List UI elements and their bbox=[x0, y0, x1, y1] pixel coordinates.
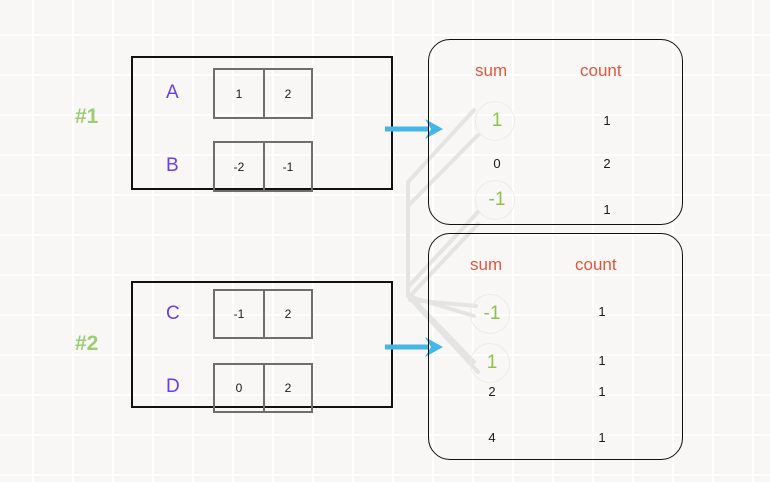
agg-table-1-count-1: 2 bbox=[603, 156, 611, 171]
cell-d-1: 2 bbox=[263, 365, 311, 411]
cell-pair-b: -2 -1 bbox=[213, 141, 313, 192]
agg-table-2-sum-3: 4 bbox=[488, 430, 496, 445]
agg-table-2-header-count: count bbox=[575, 255, 617, 274]
agg-table-2-count-3: 1 bbox=[598, 430, 606, 445]
group-label-1: #1 bbox=[75, 105, 99, 128]
agg-table-2-count-1: 1 bbox=[598, 353, 606, 368]
partition-box-1 bbox=[131, 56, 393, 190]
row-label-c: C bbox=[166, 303, 180, 324]
agg-table-1-header-count: count bbox=[580, 61, 622, 80]
cell-pair-c: -1 2 bbox=[213, 289, 313, 339]
cell-pair-a: 1 2 bbox=[213, 68, 313, 119]
cell-c-1: 2 bbox=[263, 291, 311, 337]
agg-table-2-sum-2: 2 bbox=[488, 384, 496, 399]
row-label-a: A bbox=[166, 82, 179, 103]
highlight-circle-t2-r1 bbox=[470, 343, 510, 383]
row-label-b: B bbox=[166, 155, 179, 176]
agg-table-1-sum-1: 0 bbox=[493, 156, 501, 171]
cell-a-1: 2 bbox=[263, 70, 311, 117]
highlight-circle-t1-r0 bbox=[475, 101, 515, 141]
cell-a-0: 1 bbox=[235, 86, 243, 101]
arrow-group-1-icon bbox=[385, 119, 443, 139]
agg-table-1-count-2: 1 bbox=[603, 202, 611, 217]
agg-table-1-header-sum: sum bbox=[475, 61, 508, 80]
cell-b-0: -2 bbox=[233, 159, 245, 174]
aggregate-table-1 bbox=[428, 39, 683, 225]
cell-b-1: -1 bbox=[263, 143, 311, 190]
agg-table-2-sum-0: -1 bbox=[483, 303, 501, 324]
agg-table-2-sum-1: 1 bbox=[486, 352, 498, 373]
agg-table-2-count-2: 1 bbox=[598, 384, 606, 399]
aggregate-table-2 bbox=[428, 233, 683, 460]
agg-table-1-sum-0: 1 bbox=[491, 110, 503, 131]
cell-c-0: -1 bbox=[233, 307, 245, 321]
row-label-d: D bbox=[166, 376, 180, 397]
agg-table-1-sum-2: -1 bbox=[488, 189, 506, 210]
arrow-group-2-icon bbox=[385, 337, 443, 357]
group-label-2: #2 bbox=[75, 332, 99, 355]
agg-table-1-count-0: 1 bbox=[603, 113, 611, 128]
highlight-circle-t1-r2 bbox=[475, 180, 515, 220]
agg-table-2-count-0: 1 bbox=[598, 304, 606, 319]
cell-pair-d: 0 2 bbox=[213, 363, 313, 413]
cell-d-0: 0 bbox=[235, 381, 243, 395]
agg-table-2-header-sum: sum bbox=[470, 255, 503, 274]
highlight-circle-t2-r0 bbox=[470, 294, 510, 334]
